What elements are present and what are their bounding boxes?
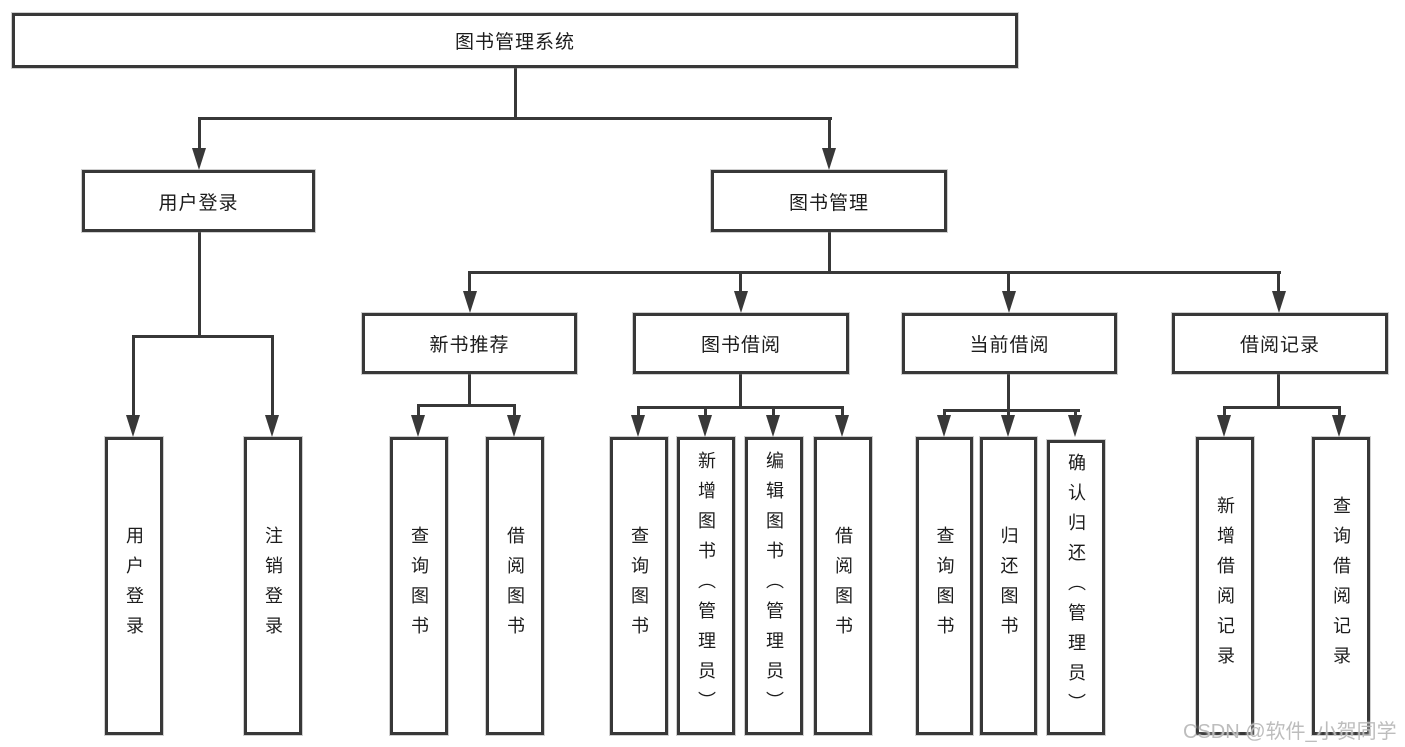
- node-root: 图书管理系统: [12, 13, 1018, 68]
- node-user-login-label: 用户登录: [158, 192, 239, 214]
- arrow-down-icon: [463, 291, 477, 313]
- connector-line: [1007, 373, 1010, 413]
- connector-line: [943, 409, 946, 417]
- node-borrow-record: 借阅记录: [1172, 313, 1388, 374]
- connector-line: [1007, 271, 1010, 295]
- leaf-logout: 注销登录: [244, 437, 302, 735]
- leaf-label: 注销登录: [263, 526, 283, 646]
- connector-line: [739, 271, 742, 295]
- arrow-down-icon: [126, 415, 140, 437]
- connector-newbook-line: [417, 404, 516, 407]
- connector-userlogin-line: [132, 335, 274, 338]
- node-book-borrow: 图书借阅: [633, 313, 849, 374]
- node-book-borrow-label: 图书借阅: [700, 335, 781, 356]
- connector-currentborrow-line: [943, 409, 1080, 412]
- node-new-book-recommend-label: 新书推荐: [429, 335, 510, 356]
- connector-line: [1223, 406, 1226, 417]
- connector-line: [468, 271, 471, 295]
- arrow-down-icon: [1332, 415, 1346, 437]
- leaf-add-books-admin: 新增图书（管理员）: [677, 437, 735, 735]
- leaf-label: 新增借阅记录: [1215, 496, 1235, 676]
- leaf-label: 查询图书: [629, 526, 649, 646]
- node-borrow-record-label: 借阅记录: [1239, 335, 1320, 356]
- node-new-book-recommend: 新书推荐: [362, 313, 577, 374]
- connector-root-level2-line: [198, 117, 832, 120]
- arrow-down-icon: [1272, 291, 1286, 313]
- connector-line: [841, 406, 844, 417]
- leaf-label: 新增图书（管理员）: [696, 451, 716, 721]
- leaf-label: 借阅图书: [505, 526, 525, 646]
- leaf-borrow-books-2: 借阅图书: [814, 437, 872, 735]
- arrow-down-icon: [265, 415, 279, 437]
- node-current-borrow-label: 当前借阅: [969, 335, 1050, 356]
- node-root-label: 图书管理系统: [454, 32, 575, 53]
- leaf-user-login: 用户登录: [105, 437, 163, 735]
- connector-line: [637, 406, 640, 417]
- connector-line: [1074, 409, 1077, 417]
- arrow-down-icon: [631, 415, 645, 437]
- connector-line: [468, 373, 471, 407]
- arrow-down-icon: [937, 415, 951, 437]
- leaf-label: 查询图书: [409, 526, 429, 646]
- connector-line: [1338, 406, 1341, 417]
- arrow-down-icon: [507, 415, 521, 437]
- connector-bookborrow-line: [637, 406, 844, 409]
- connector-bookmgmt-line: [468, 271, 1281, 274]
- connector-line: [828, 231, 831, 274]
- node-user-login: 用户登录: [82, 170, 315, 232]
- arrow-down-icon: [734, 291, 748, 313]
- arrow-down-icon: [1217, 415, 1231, 437]
- connector-line: [198, 231, 201, 338]
- connector-line: [417, 404, 420, 417]
- connector-line: [198, 117, 201, 151]
- leaf-query-books-1: 查询图书: [390, 437, 448, 735]
- connector-line: [271, 335, 274, 417]
- leaf-label: 借阅图书: [833, 526, 853, 646]
- leaf-label: 归还图书: [998, 526, 1019, 646]
- arrow-down-icon: [1001, 415, 1015, 437]
- connector-line: [772, 406, 775, 417]
- connector-line: [739, 373, 742, 409]
- connector-line: [513, 404, 516, 417]
- leaf-label: 查询图书: [934, 526, 955, 646]
- node-current-borrow: 当前借阅: [902, 313, 1117, 374]
- connector-line: [704, 406, 707, 417]
- leaf-confirm-return-admin: 确认归还（管理员）: [1047, 440, 1105, 735]
- connector-line: [1007, 409, 1010, 417]
- node-book-management: 图书管理: [711, 170, 947, 232]
- leaf-query-books-2: 查询图书: [610, 437, 668, 735]
- arrow-down-icon: [192, 148, 206, 170]
- arrow-down-icon: [1068, 415, 1082, 437]
- connector-line: [1277, 373, 1280, 409]
- arrow-down-icon: [698, 415, 712, 437]
- leaf-label: 查询借阅记录: [1331, 496, 1351, 676]
- arrow-down-icon: [1002, 291, 1016, 313]
- leaf-return-books: 归还图书: [980, 437, 1037, 735]
- leaf-label: 用户登录: [124, 526, 144, 646]
- leaf-label: 编辑图书（管理员）: [764, 451, 784, 721]
- arrow-down-icon: [411, 415, 425, 437]
- arrow-down-icon: [766, 415, 780, 437]
- connector-borrowrecord-line: [1223, 406, 1341, 409]
- connector-line: [828, 117, 831, 151]
- leaf-query-borrow-record: 查询借阅记录: [1312, 437, 1370, 735]
- leaf-add-borrow-record: 新增借阅记录: [1196, 437, 1254, 735]
- csdn-watermark: CSDN @软件_小贺同学: [1183, 721, 1397, 743]
- leaf-query-books-3: 查询图书: [916, 437, 973, 735]
- arrow-down-icon: [822, 148, 836, 170]
- leaf-edit-books-admin: 编辑图书（管理员）: [745, 437, 803, 735]
- connector-line: [132, 335, 135, 417]
- leaf-label: 确认归还（管理员）: [1066, 452, 1086, 723]
- node-book-management-label: 图书管理: [788, 192, 869, 214]
- connector-root-trunk-line: [514, 66, 517, 120]
- leaf-borrow-books-1: 借阅图书: [486, 437, 544, 735]
- arrow-down-icon: [835, 415, 849, 437]
- connector-line: [1277, 271, 1280, 295]
